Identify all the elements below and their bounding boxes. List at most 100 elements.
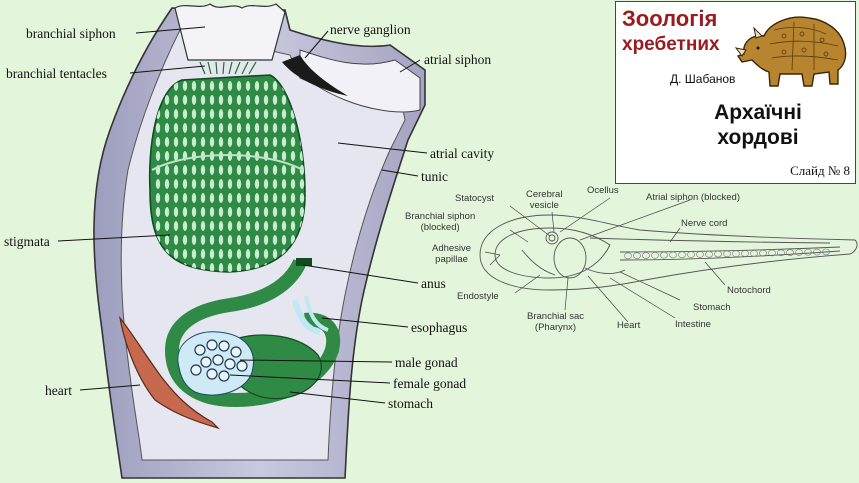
stigma-slit <box>272 235 278 245</box>
stigma-slit <box>218 109 224 119</box>
stigma-slit <box>263 109 269 119</box>
larva-label-intestine: Intestine <box>675 319 711 330</box>
stigma-slit <box>155 179 161 189</box>
label-branchial-tentacles: branchial tentacles <box>6 66 107 81</box>
notochord-cell <box>642 252 650 259</box>
stigma-slit <box>281 221 287 231</box>
stigma-slit <box>290 179 296 189</box>
pharynx-band <box>151 154 304 171</box>
stigma-slit <box>227 193 233 203</box>
slide-number: Слайд № 8 <box>790 163 850 178</box>
stigma-slit <box>272 165 278 175</box>
stigma-slit <box>209 221 215 231</box>
stigma-slit <box>164 179 170 189</box>
notochord-cell <box>768 249 776 257</box>
stigma-slit <box>254 193 260 203</box>
stigma-slit <box>281 179 287 189</box>
notochord-cell <box>804 248 812 256</box>
notochord-cell <box>759 249 767 257</box>
notochord-cell <box>750 250 758 257</box>
stigma-slit <box>164 95 170 105</box>
stigma-slit <box>299 179 305 189</box>
stigma-slit <box>164 221 170 231</box>
stigma-slit <box>245 207 251 217</box>
stigma-slit <box>218 95 224 105</box>
stigma-slit <box>218 137 224 147</box>
stigma-slit <box>155 123 161 133</box>
course-title: Зоологія хребетних <box>622 6 742 58</box>
stigma-slit <box>290 221 296 231</box>
stigma-slit <box>236 235 242 245</box>
label-atrial-siphon: atrial siphon <box>424 52 492 67</box>
stigma-slit <box>182 81 188 91</box>
gonad-cell <box>194 344 206 356</box>
stigma-slit <box>200 123 206 133</box>
stigma-slit <box>281 123 287 133</box>
notochord-cell <box>777 249 785 257</box>
stigma-slit <box>227 123 233 133</box>
label-anus: anus <box>421 276 446 291</box>
stigma-slit <box>209 109 215 119</box>
stigma-slit <box>272 151 278 161</box>
larva-label-statocyst: Statocyst <box>455 193 495 204</box>
stigma-slit <box>200 95 206 105</box>
stigma-slit <box>245 221 251 231</box>
stigma-slit <box>173 207 179 217</box>
stigma-slit <box>191 249 197 259</box>
stigma-slit <box>254 81 260 91</box>
stigma-slit <box>200 165 206 175</box>
larva-label-branchial-sac: Branchial sac (Pharynx) <box>527 311 584 333</box>
male-gonad-cells <box>190 339 248 382</box>
stigma-slit <box>272 137 278 147</box>
stigma-slit <box>218 249 224 259</box>
stigma-slit <box>173 95 179 105</box>
branchial-tentacles <box>199 61 257 75</box>
stigma-slit <box>182 109 188 119</box>
stigma-slit <box>218 207 224 217</box>
stigma-slit <box>281 109 287 119</box>
stigma-slit <box>290 165 296 175</box>
label-branchial-siphon: branchial siphon <box>26 26 116 41</box>
larva-label-ocellus: Ocellus <box>587 185 619 196</box>
stigma-slit <box>200 249 206 259</box>
notochord-cell <box>633 252 641 259</box>
stigma-slit <box>272 123 278 133</box>
stigma-slit <box>254 207 260 217</box>
stigma-slit <box>254 235 260 245</box>
stigma-slit <box>191 235 197 245</box>
stigma-slit <box>263 137 269 147</box>
stigma-slit <box>254 165 260 175</box>
stigma-slit <box>236 249 242 259</box>
stigma-slit <box>227 81 233 91</box>
notochord-cell <box>687 251 695 258</box>
stigma-slit <box>182 165 188 175</box>
stigma-slit <box>200 193 206 203</box>
stigma-slit <box>263 235 269 245</box>
larva-label-notochord: Notochord <box>727 285 771 296</box>
larva-label-nerve-cord: Nerve cord <box>681 218 728 229</box>
larva-label-adhesive-line2: papillae <box>435 254 468 265</box>
gonad-cell <box>212 354 224 366</box>
stigma-slit <box>173 249 179 259</box>
stigma-slit <box>263 179 269 189</box>
stigma-slit <box>281 235 287 245</box>
stigma-slit <box>227 263 233 272</box>
title-box: Зоологія хребетних Д. Шабанов Архаїчні х… <box>615 1 856 184</box>
stigma-slit <box>245 235 251 245</box>
stigma-slit <box>155 137 161 147</box>
larva-label-cerebral-line1: Cerebral <box>526 189 563 200</box>
stigma-slit <box>236 95 242 105</box>
stigma-slit <box>191 109 197 119</box>
notochord-cell <box>795 249 803 256</box>
notochord-cell <box>705 250 713 258</box>
stigma-slit <box>227 249 233 259</box>
larva-notochord <box>619 246 841 253</box>
larva-label-atrial-siphon: Atrial siphon (blocked) <box>646 192 740 203</box>
stigma-slit <box>245 179 251 189</box>
stigma-slit <box>191 221 197 231</box>
larva-label-branchial-line2: (blocked) <box>420 222 460 233</box>
notochord-cell <box>741 250 749 257</box>
stigma-slit <box>164 123 170 133</box>
larva-label-heart: Heart <box>617 320 641 331</box>
